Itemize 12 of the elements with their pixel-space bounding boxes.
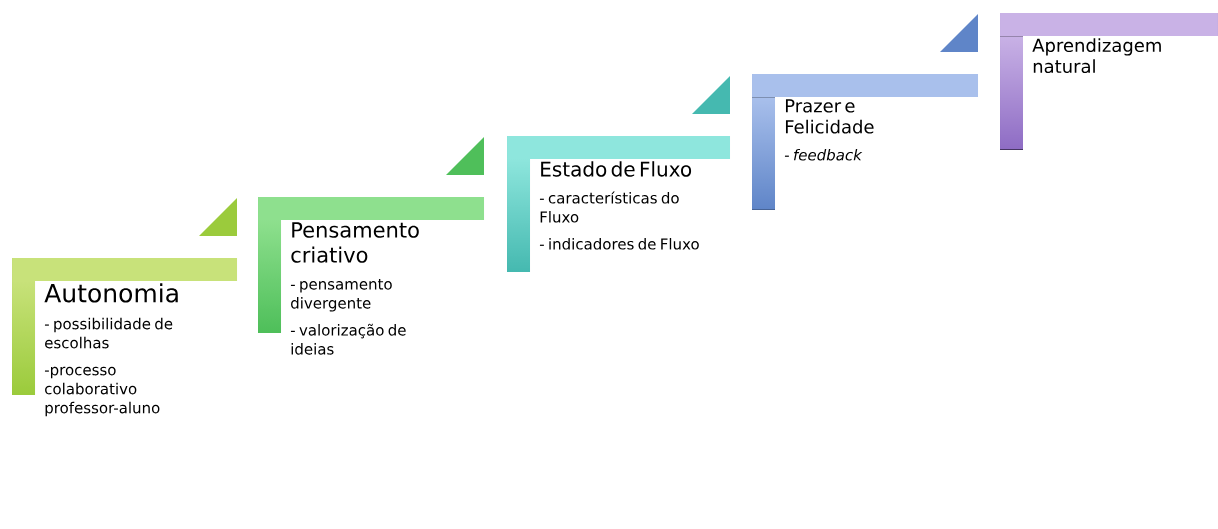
node-label: - feedback (784, 148, 863, 161)
node-label: Autonomia (44, 283, 178, 303)
node-label: - características do Fluxo (539, 191, 679, 223)
node-label: Prazer e Felicidade (785, 99, 874, 134)
node-label: Estado de Fluxo (541, 161, 692, 177)
node-label: -processo colaborativo professor-aluno (44, 366, 160, 417)
node-label: - valorização de ideias (290, 323, 406, 355)
node-label: Aprendizagem natural (1032, 38, 1161, 74)
node-label: - pensamento divergente (290, 278, 392, 312)
node-label: - possibilidade de escolhas (44, 317, 173, 349)
node-label: Pensamento criativo (291, 222, 419, 263)
node-label: - indicadores de Fluxo (539, 238, 699, 250)
